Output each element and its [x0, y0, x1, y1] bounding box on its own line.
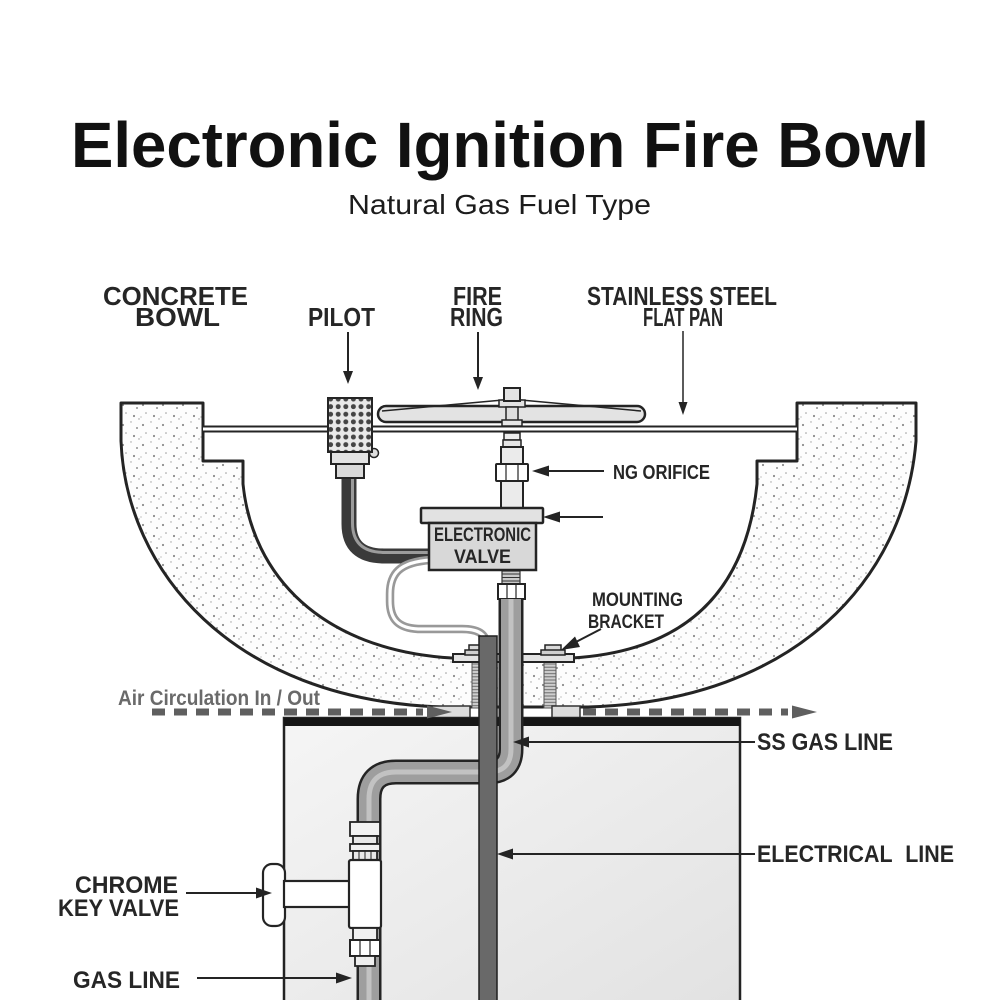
- ss-gas-pipe: [356, 599, 524, 1000]
- gas-line-callout: GAS LINE: [73, 967, 352, 994]
- key-valve-stem: [282, 879, 352, 909]
- flat-pan-arrow: [678, 331, 688, 415]
- label-ng-orifice: NG ORIFICE: [613, 462, 710, 484]
- key-valve-body: [347, 858, 383, 930]
- label-electrical-line: ELECTRICAL LINE: [757, 841, 954, 868]
- threaded-rod-right: [543, 661, 557, 709]
- fire-ring: [376, 387, 647, 427]
- label-pilot: PILOT: [308, 302, 375, 332]
- pilot-burner-head: [327, 397, 373, 453]
- electronic-valve: ELECTRONIC VALVE: [419, 506, 545, 600]
- header: Electronic Ignition Fire Bowl Natural Ga…: [71, 109, 929, 220]
- pilot-arrow: [343, 332, 353, 384]
- mounting-bracket-callout: MOUNTING BRACKET: [561, 590, 683, 650]
- igniter-cable: [385, 555, 491, 645]
- fire-ring-arrow: [473, 332, 483, 390]
- label-chrome-key-valve-line2: KEY VALVE: [58, 895, 179, 922]
- top-callouts: CONCRETE BOWL PILOT FIRE RING STAINLESS …: [103, 281, 777, 415]
- valve-pointer-arrow: [543, 511, 603, 523]
- ng-orifice-callout: NG ORIFICE: [532, 462, 710, 484]
- label-mounting-bracket-line2: BRACKET: [588, 612, 664, 633]
- label-air-circulation: Air Circulation In / Out: [118, 687, 320, 710]
- ring-hub-nut: [503, 387, 521, 402]
- label-gas-line: GAS LINE: [73, 967, 180, 994]
- page-subtitle: Natural Gas Fuel Type: [348, 189, 651, 220]
- label-concrete-bowl-line2: BOWL: [135, 302, 220, 332]
- air-circulation: Air Circulation In / Out: [118, 687, 817, 719]
- electrical-line-callout: ELECTRICAL LINE: [497, 841, 954, 868]
- label-ss-gas-line: SS GAS LINE: [757, 729, 893, 756]
- pilot-gas-tube: [341, 478, 431, 564]
- valve-label-line2: VALVE: [454, 547, 511, 568]
- electrical-conduit: [478, 635, 498, 1000]
- label-flat-pan-line1: STAINLESS STEEL: [587, 281, 777, 311]
- label-chrome-key-valve-line1: CHROME: [75, 872, 178, 899]
- label-mounting-bracket-line1: MOUNTING: [592, 590, 683, 611]
- valve-body: [427, 521, 538, 572]
- chrome-key-valve-callout: CHROME KEY VALVE: [58, 872, 272, 922]
- ng-orifice-assembly: [495, 432, 529, 509]
- page-title: Electronic Ignition Fire Bowl: [71, 109, 929, 181]
- chrome-key-valve-assembly: [261, 821, 383, 967]
- label-fire-ring-line1: FIRE: [453, 281, 502, 311]
- flat-pan: [203, 425, 797, 433]
- label-flat-pan-line2: FLAT PAN: [643, 302, 723, 332]
- label-fire-ring-line2: RING: [450, 302, 503, 332]
- pilot-assembly: [327, 397, 431, 564]
- label-concrete-bowl-line1: CONCRETE: [103, 281, 248, 311]
- valve-label-line1: ELECTRONIC: [434, 525, 531, 546]
- ss-gas-line-callout: SS GAS LINE: [513, 729, 893, 756]
- ng-orifice-nut: [495, 463, 529, 482]
- key-valve-cap: [261, 862, 287, 928]
- concrete-bowl-shell: [119, 401, 918, 709]
